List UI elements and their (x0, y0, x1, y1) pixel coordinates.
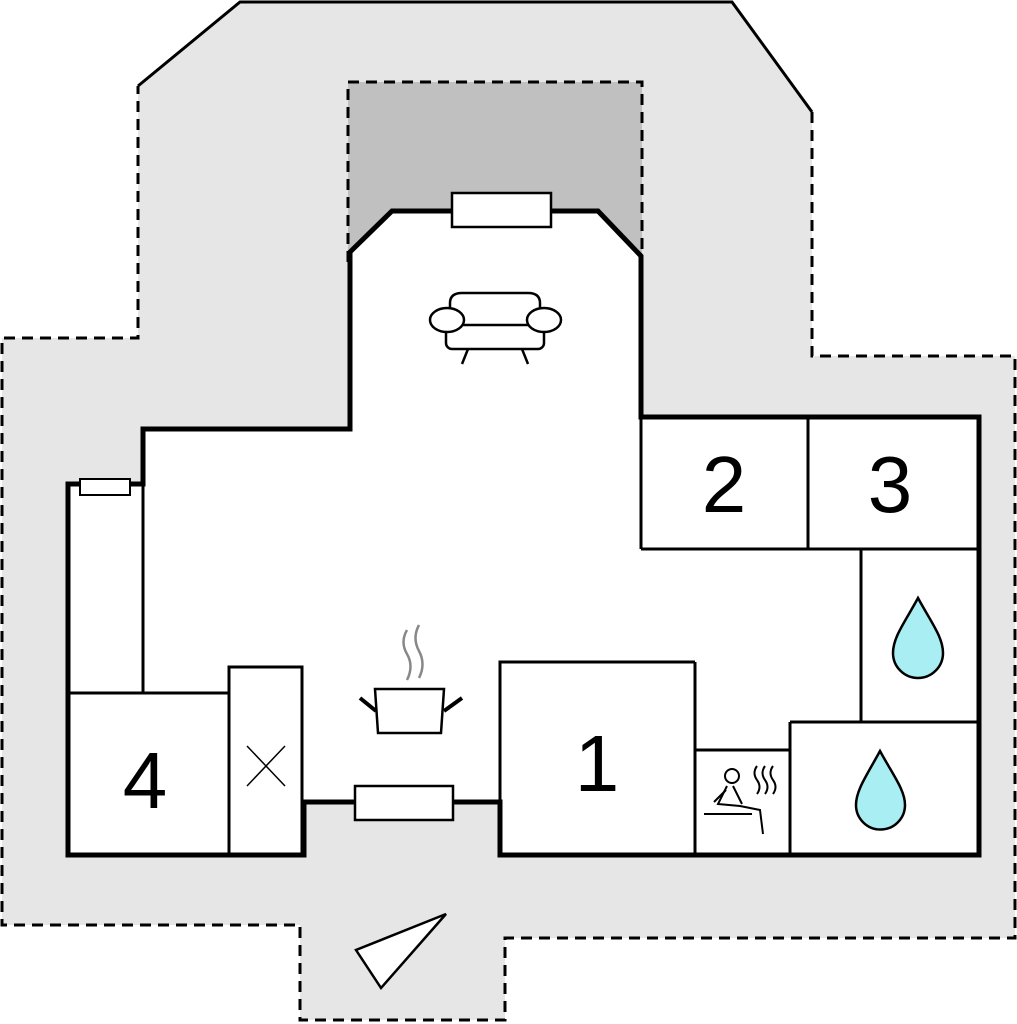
water-drop-icon (891, 595, 945, 680)
cooking-pot-icon (358, 624, 464, 735)
room-1-label: 1 (575, 719, 620, 808)
covered-terrace-edge (346, 80, 644, 262)
window-top (450, 191, 553, 229)
cross-icon (246, 745, 286, 787)
room-4-label: 4 (123, 736, 168, 825)
exterior-walls (65, 208, 982, 858)
room-3-label: 3 (868, 440, 913, 529)
interior-walls (68, 417, 979, 855)
water-drop-icon (854, 748, 907, 831)
entrance-arrow-icon (354, 912, 447, 991)
terrace-edge-dashed (0, 86, 1017, 1022)
sauna-icon (704, 765, 777, 835)
window-entrance (353, 784, 455, 822)
sofa-icon (428, 291, 563, 365)
room-2-label: 2 (702, 440, 747, 529)
house-floor (68, 211, 979, 855)
terrace-edge-solid (137, 0, 814, 113)
window-left (79, 478, 131, 496)
